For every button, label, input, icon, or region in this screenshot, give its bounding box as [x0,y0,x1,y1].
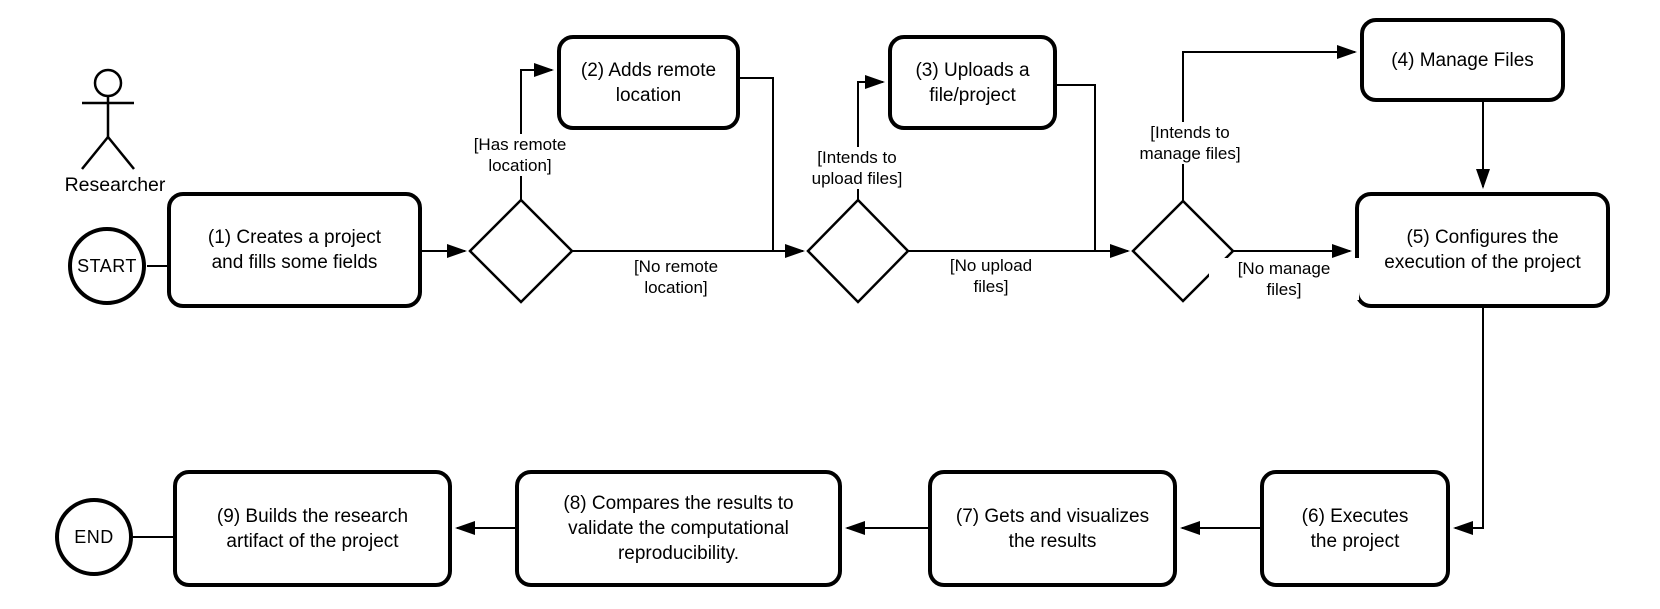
start-node: START [68,227,146,305]
decision-manage-files-diamond [1131,199,1235,303]
activity-box-8: (8) Compares the results to validate the… [515,470,842,587]
edge-box2-merge [740,77,774,251]
activity-box-1: (1) Creates a project and fills some fie… [167,192,422,308]
guard-no-manage-files: [No manage files] [1209,258,1359,300]
end-node: END [55,498,133,576]
guard-intends-to-upload-files: [Intends to upload files] [782,147,932,189]
actor-label: Researcher [64,174,166,196]
researcher-actor-icon [81,68,135,170]
activity-box-4: (4) Manage Files [1360,18,1565,102]
guard-no-upload-files: [No upload files] [916,255,1066,297]
activity-box-5: (5) Configures the execution of the proj… [1355,192,1610,308]
activity-box-7: (7) Gets and visualizes the results [928,470,1177,587]
activity-box-3: (3) Uploads a file/project [888,35,1057,130]
decision-remote-location-diamond [468,198,574,304]
decision-upload-files-diamond [806,198,910,304]
edge-box5-to-box6 [1453,308,1484,535]
end-label: END [74,526,114,547]
guard-intends-to-manage-files: [Intends to manage files] [1115,122,1265,164]
guard-has-remote-location: [Has remote location] [445,134,595,176]
activity-box-6: (6) Executes the project [1260,470,1450,587]
guard-no-remote-location: [No remote location] [601,256,751,298]
start-label: START [77,255,137,276]
activity-box-2: (2) Adds remote location [557,35,740,130]
activity-box-9: (9) Builds the research artifact of the … [173,470,452,587]
edge-box3-merge [1057,84,1096,250]
